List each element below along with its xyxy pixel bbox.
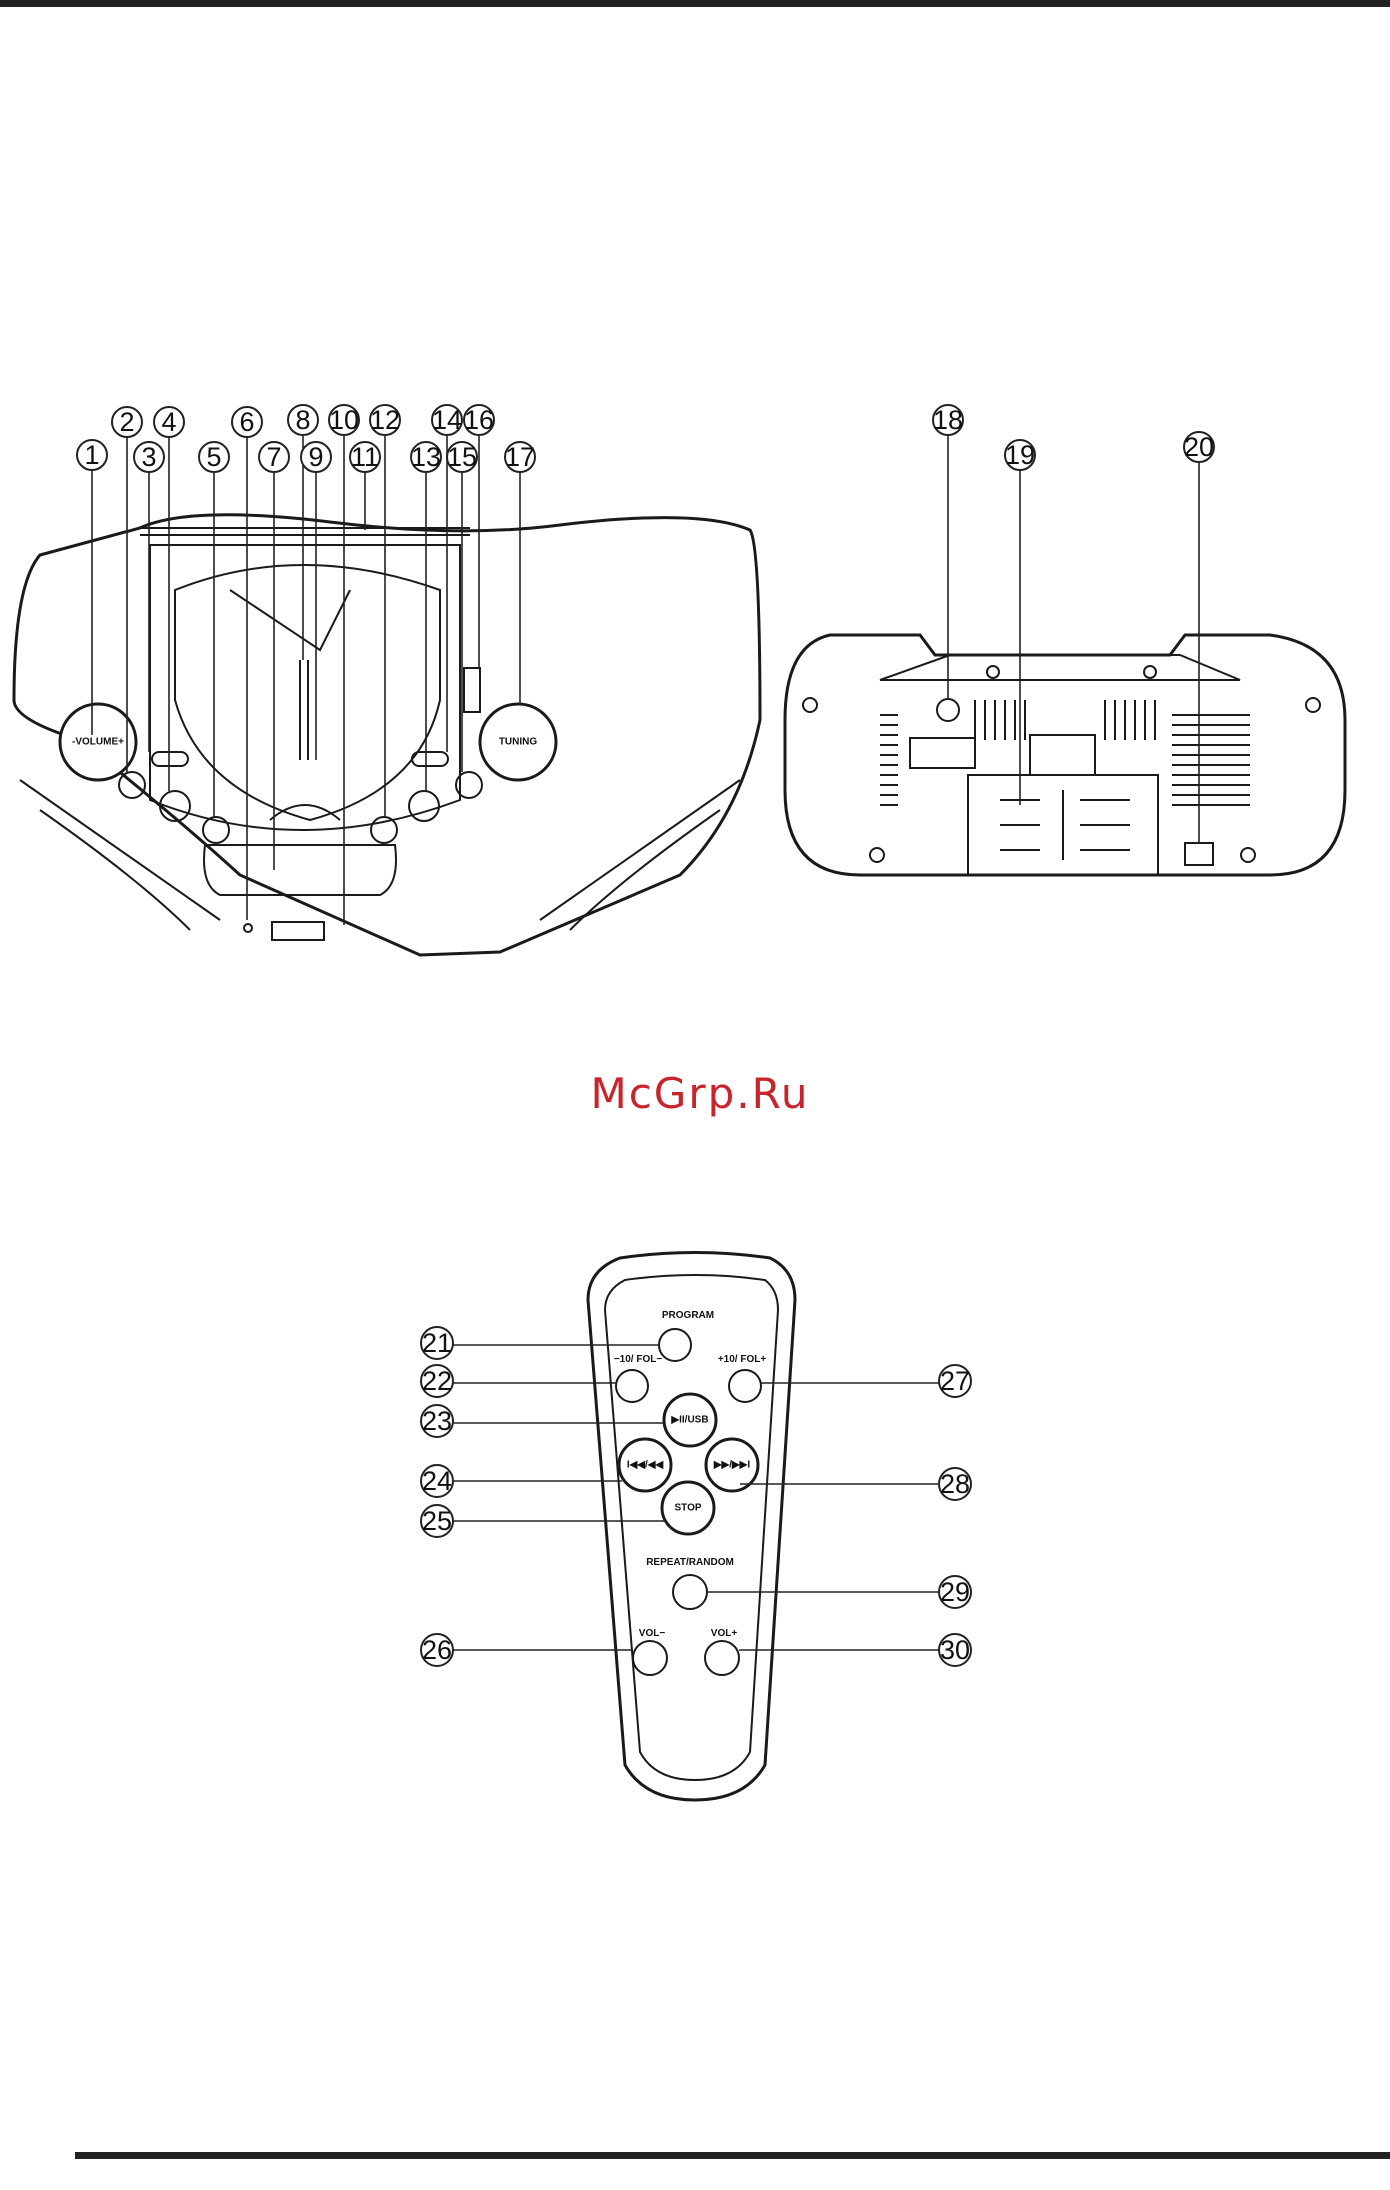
rear-view	[785, 635, 1345, 875]
callout-14: 14	[432, 405, 462, 435]
plus10-label: +10/ FOL+	[718, 1354, 767, 1365]
callout-8: 8	[295, 405, 310, 435]
play-usb-label: ▶II/USB	[670, 1415, 708, 1426]
callout-5: 5	[206, 442, 221, 472]
callout-30: 30	[940, 1635, 970, 1665]
callout-2: 2	[119, 407, 134, 437]
callout-18: 18	[933, 405, 963, 435]
top-rule	[0, 0, 1390, 7]
callout-23: 23	[422, 1406, 452, 1436]
callout-20: 20	[1184, 432, 1214, 462]
callout-13: 13	[411, 442, 441, 472]
vol-minus-label: VOL−	[639, 1628, 666, 1639]
next-label: ▶▶/▶▶I	[713, 1460, 751, 1471]
volume-knob-label: -VOLUME+	[72, 737, 124, 748]
callout-28: 28	[940, 1469, 970, 1499]
callout-7: 7	[266, 442, 281, 472]
program-label: PROGRAM	[662, 1310, 714, 1321]
callout-22: 22	[422, 1366, 452, 1396]
callout-21: 21	[422, 1328, 452, 1358]
callout-16: 16	[464, 405, 494, 435]
remote-control: PROGRAM −10/ FOL− +10/ FOL+ ▶II/USB I◀◀/…	[588, 1253, 795, 1801]
callout-17: 17	[505, 442, 535, 472]
front-led	[244, 924, 252, 932]
callout-11: 11	[351, 442, 379, 472]
callout-1: 1	[84, 440, 99, 470]
prev-label: I◀◀/◀◀	[627, 1460, 664, 1471]
bottom-rule	[75, 2152, 1390, 2159]
callout-25: 25	[422, 1506, 452, 1536]
rear-body-outline	[785, 635, 1345, 875]
stop-label: STOP	[674, 1503, 701, 1514]
callout-4: 4	[161, 407, 176, 437]
callout-29: 29	[940, 1577, 970, 1607]
watermark: McGrp.Ru	[590, 1069, 809, 1118]
callout-24: 24	[422, 1466, 452, 1496]
repeat-label: REPEAT/RANDOM	[646, 1557, 734, 1568]
front-callouts: 1 2 3 4 5 6 7 8 9 10 11 12 13 14 15 16 1…	[77, 405, 535, 472]
callout-9: 9	[308, 442, 323, 472]
front-view: -VOLUME+ TUNING	[14, 515, 760, 955]
usb-slot	[272, 922, 324, 940]
callout-27: 27	[940, 1366, 970, 1396]
callout-3: 3	[141, 442, 156, 472]
callout-15: 15	[447, 442, 477, 472]
callout-6: 6	[239, 407, 254, 437]
callout-10: 10	[329, 405, 359, 435]
callout-12: 12	[370, 405, 400, 435]
tuning-knob-label: TUNING	[499, 737, 538, 748]
rear-callouts: 18 19 20	[933, 405, 1214, 470]
callout-26: 26	[422, 1635, 452, 1665]
callout-19: 19	[1005, 440, 1035, 470]
vol-plus-label: VOL+	[711, 1628, 738, 1639]
minus10-label: −10/ FOL−	[614, 1354, 663, 1365]
